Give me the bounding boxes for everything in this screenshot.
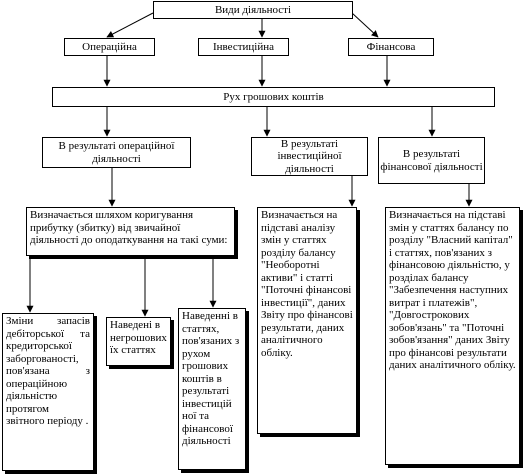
arrow-title-operating (106, 12, 154, 38)
diagram-title: Види діяльності (153, 1, 353, 19)
activity-operating: Операційна (64, 38, 155, 56)
arrow-title-financing (351, 12, 379, 38)
adjustment-non-cash: Наведені в негрошових їх статтях (106, 317, 171, 366)
determined-investing: Визначається на підставі аналізу змін у … (257, 207, 357, 434)
determined-operating: Визначається шляхом коригування прибутку… (26, 207, 235, 256)
activity-financing: Фінансова (348, 38, 434, 56)
determined-financing: Визначається на підставі змін у статтях … (385, 207, 520, 465)
activity-investing: Інвестиційна (198, 38, 289, 56)
cash-flow-bar: Рух грошових коштів (52, 87, 495, 107)
result-investing: В результаті інвестиційної діяльності (251, 137, 368, 176)
adjustment-changes: Зміни запасів дебіторської та кредиторсь… (2, 313, 94, 471)
result-operating: В результаті операційної діяльності (42, 137, 191, 168)
adjustment-items: Наведенні в статтях, пов'язаних з рухом … (178, 308, 246, 470)
result-financing: В результаті фінансової діяльності (378, 137, 485, 184)
